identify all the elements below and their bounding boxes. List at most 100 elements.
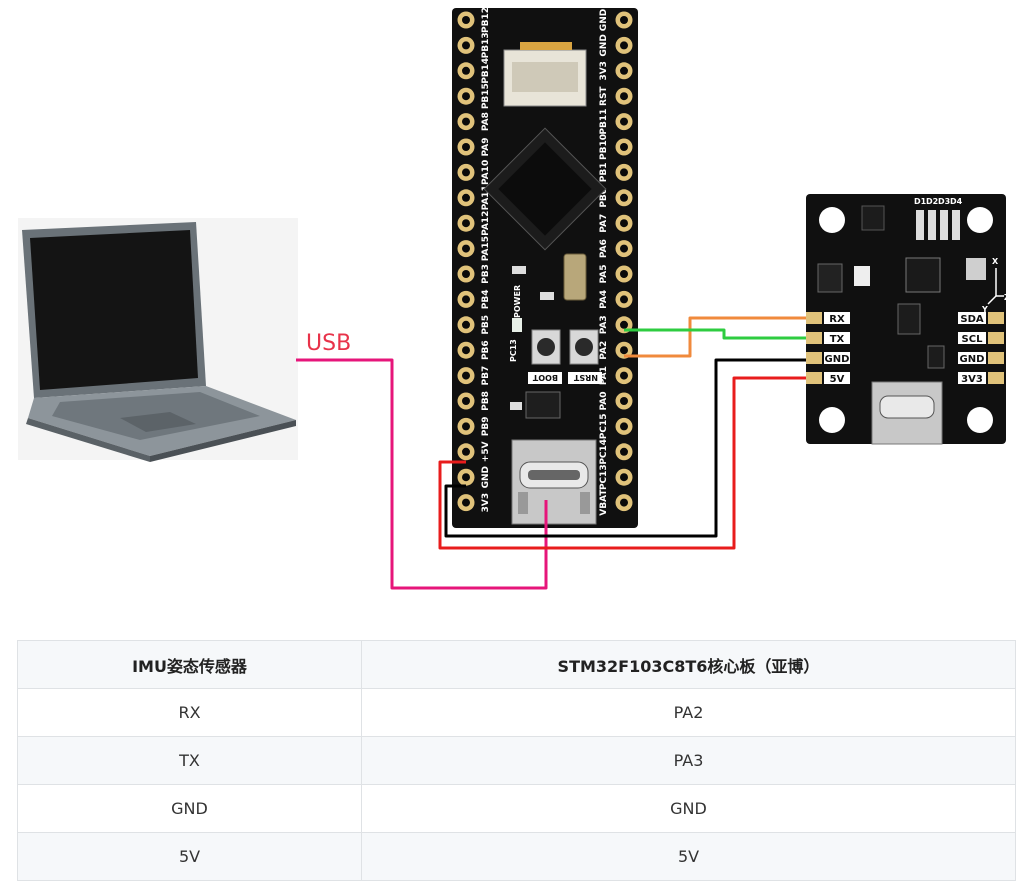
stm32-left-pin-label: PB6	[481, 340, 491, 360]
pin-hole	[620, 41, 628, 50]
pin-hole	[620, 320, 628, 329]
pin-hole	[462, 320, 470, 329]
stm32-right-pin-label: PB11	[599, 109, 609, 135]
stm32-core-board: PB12PB13PB14PB15PA8PA9PA10PA11PA12PA15PB…	[452, 7, 638, 528]
silk-power: POWER	[513, 285, 522, 318]
stm32-right-pin-label: 3V3	[599, 61, 609, 81]
usb-c-port	[511, 439, 597, 525]
wiring-diagram: USB PB12PB13PB14PB15PA8PA9PA10PA11PA12PA…	[18, 7, 1010, 590]
silk-nrst: NRST	[573, 373, 598, 382]
pin-label-bg	[824, 312, 850, 324]
table-header-row: IMU姿态传感器 STM32F103C8T6核心板（亚博）	[17, 640, 1016, 689]
stm32-left-pin-label: PB13	[481, 32, 491, 58]
axis-marker	[987, 268, 1004, 305]
table-row: RX PA2	[17, 688, 1016, 737]
usb-label: USB	[306, 331, 351, 356]
reset-button	[569, 329, 599, 365]
usb-cable	[296, 358, 548, 590]
table-cell: GND	[17, 784, 362, 833]
pin-hole	[620, 168, 628, 177]
imu-usb-c-port	[871, 381, 943, 445]
table-row: GND GND	[17, 784, 1016, 833]
pin-hole	[620, 92, 628, 101]
stm32-right-pin-label: VBAT	[599, 489, 609, 516]
axis-x-label: X	[992, 257, 999, 266]
mcu-chip	[483, 127, 607, 251]
boot-button	[531, 329, 561, 365]
pin-hole	[462, 41, 470, 50]
stm32-left-pin-label: PA11	[481, 185, 491, 210]
stm32-right-pin-label: PA6	[599, 239, 609, 258]
stm32-left-pin-label: 3V3	[481, 493, 491, 512]
stm32-left-pin-label: PA8	[481, 112, 491, 131]
pin-hole	[620, 244, 628, 253]
wire-gnd	[444, 358, 806, 538]
imu-left-pin-label: 5V	[830, 374, 845, 385]
pin-label-bg	[958, 312, 986, 324]
imu-right-pin-label: 3V3	[961, 374, 983, 385]
stm32-left-pin-label: PB12	[481, 7, 491, 33]
pin-hole	[462, 168, 470, 177]
pin-hole	[620, 447, 628, 456]
axis-y-label: Y	[981, 305, 988, 314]
pin-hole	[462, 422, 470, 431]
pin-hole	[620, 117, 628, 126]
imu-chip	[905, 257, 941, 293]
pin-mapping-table: IMU姿态传感器 STM32F103C8T6核心板（亚博） RX PA2 TX …	[17, 640, 1016, 881]
pin-hole	[620, 143, 628, 151]
pin-hole	[462, 219, 470, 228]
pin-hole	[462, 270, 470, 278]
table-cell: GND	[361, 784, 1016, 833]
imu-left-pin-label: RX	[829, 314, 845, 325]
laptop-illustration	[18, 218, 298, 462]
silk-pc13: PC13	[509, 339, 518, 362]
stm32-right-pin-label: PB1	[599, 163, 609, 183]
pin-hole	[620, 295, 628, 304]
pin-pad	[806, 312, 822, 324]
stm32-right-pin-label: GND	[599, 9, 609, 31]
pin-hole	[620, 397, 628, 405]
pin-label-bg	[824, 372, 850, 384]
table-cell: RX	[17, 688, 362, 737]
table-row: 5V 5V	[17, 832, 1016, 881]
pin-hole	[462, 473, 470, 482]
pin-hole	[462, 498, 470, 507]
pin-hole	[462, 92, 470, 101]
stm32-left-pin-label: PB7	[481, 366, 491, 386]
pin-pad	[988, 332, 1004, 344]
table-cell: TX	[17, 736, 362, 785]
pin-hole	[462, 244, 470, 253]
table-cell: 5V	[361, 832, 1016, 881]
wires	[296, 316, 806, 590]
crystal-oscillator	[563, 253, 587, 301]
table-cell: 5V	[17, 832, 362, 881]
stm32-right-pin-label: RST	[599, 86, 609, 106]
column-header-imu: IMU姿态传感器	[17, 640, 362, 689]
stm32-left-pin-label: PB3	[481, 264, 491, 284]
stm32-right-pin-label: PB10	[599, 134, 609, 160]
pin-hole	[462, 371, 470, 380]
stm32-right-pin-label: PA3	[599, 315, 609, 334]
pin-label-bg	[958, 352, 986, 364]
wire-imu-tx-to-pa3	[624, 328, 806, 340]
stm32-left-pin-label: PB15	[481, 83, 491, 109]
stm32-right-pin-label: PA7	[599, 214, 609, 233]
pin-label-bg	[824, 332, 850, 344]
pin-pad	[988, 312, 1004, 324]
pin-hole	[620, 66, 628, 75]
led-label-d1: D1	[914, 197, 927, 206]
imu-right-pin-label: GND	[960, 354, 985, 365]
imu-left-pin-label: TX	[830, 334, 845, 345]
pin-hole	[620, 16, 628, 24]
pin-hole	[620, 219, 628, 228]
pin-label-bg	[958, 372, 986, 384]
pin-hole	[620, 422, 628, 431]
pin-label-bg	[958, 332, 986, 344]
pin-label-bg	[824, 352, 850, 364]
stm32-right-pin-label: PC15	[599, 414, 609, 440]
pin-pad	[806, 352, 822, 364]
stm32-left-pin-label: PA15	[481, 236, 491, 261]
wire-imu-rx-to-pa2	[624, 316, 806, 358]
